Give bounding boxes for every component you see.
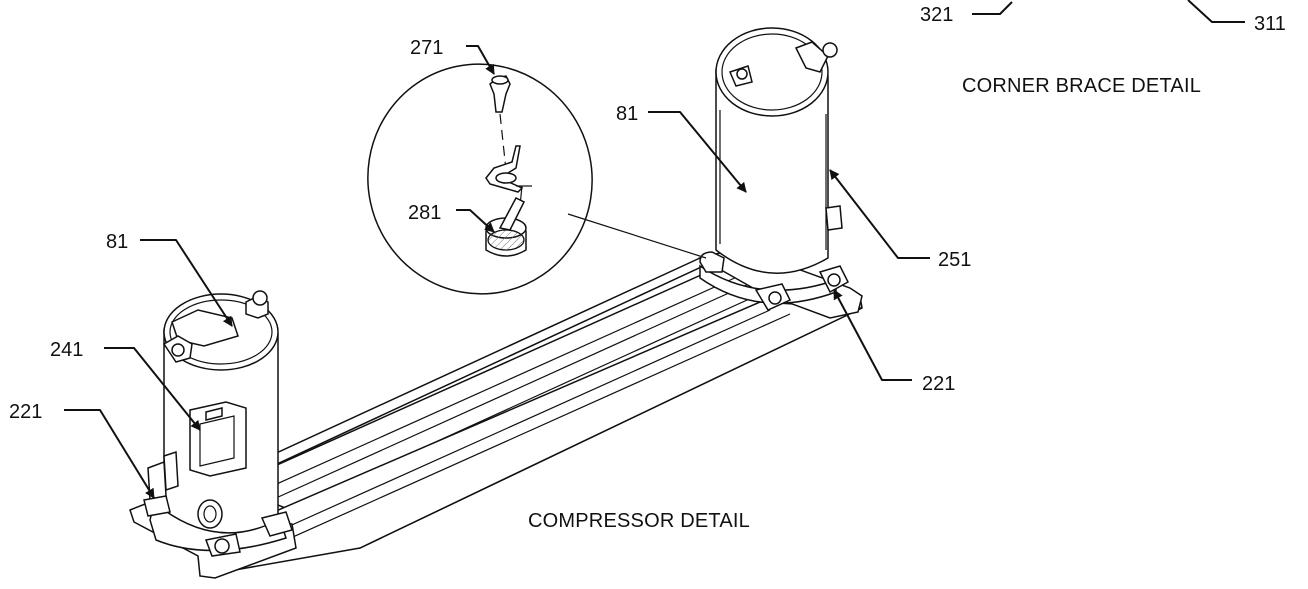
- label-241: 241: [50, 339, 83, 361]
- label-281: 281: [408, 202, 441, 224]
- base-rails: [129, 247, 863, 579]
- corner-brace-title: CORNER BRACE DETAIL: [962, 75, 1201, 97]
- compressor-right-shell: [715, 69, 829, 274]
- label-271: 271: [410, 37, 443, 59]
- leader-221-left: [64, 409, 155, 499]
- label-251: 251: [938, 249, 971, 271]
- corner-brace-detail: 321 311 CORNER BRACE DETAIL: [920, 0, 1286, 97]
- leader-221-right: [833, 289, 912, 381]
- label-221-left: 221: [9, 401, 42, 423]
- mount-detail-callout: [367, 63, 707, 295]
- compressor-left: [143, 290, 293, 557]
- leader-271: [466, 45, 495, 75]
- leader-251: [829, 169, 930, 259]
- leader-321: [972, 1, 1013, 15]
- label-311: 311: [1254, 13, 1286, 35]
- terminal-box: [189, 401, 247, 477]
- callout-leader-line: [567, 213, 707, 259]
- label-321: 321: [920, 4, 953, 26]
- reference-labels: 271 281 81 251 221 81 241 221: [9, 37, 971, 499]
- callout-ellipse: [367, 63, 593, 295]
- leader-281: [456, 209, 495, 233]
- label-221-right: 221: [922, 373, 955, 395]
- label-81-right: 81: [616, 103, 638, 125]
- leader-81-right: [648, 111, 747, 193]
- leader-311: [1187, 0, 1245, 23]
- label-81-left: 81: [106, 231, 128, 253]
- compressor-right: [699, 27, 849, 311]
- leader-241: [104, 347, 201, 431]
- leader-81-left: [140, 239, 233, 327]
- compressor-detail-title: COMPRESSOR DETAIL: [528, 510, 750, 532]
